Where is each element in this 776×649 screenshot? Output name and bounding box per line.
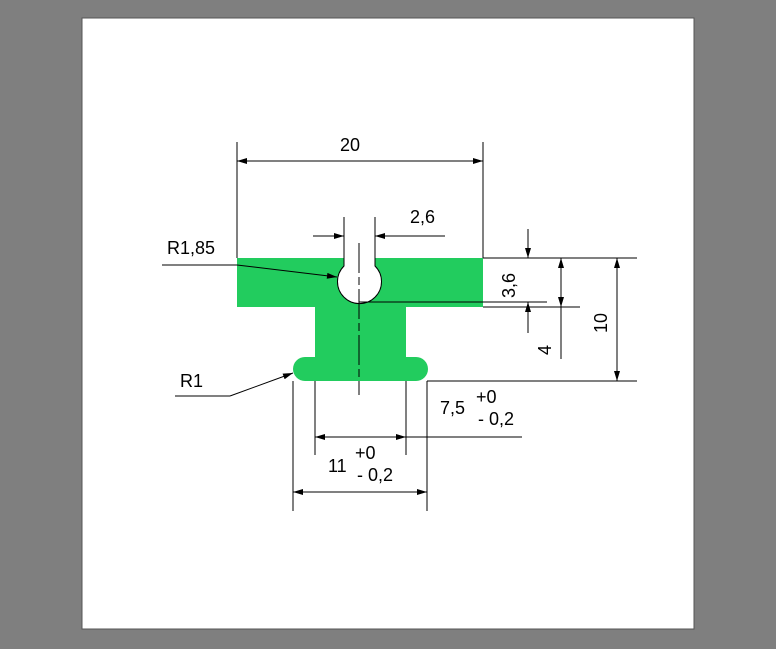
dim-stem-tol-lower: - 0,2 xyxy=(478,409,514,429)
dimension-total-height: 10 xyxy=(591,258,620,381)
dimension-hole-depth: 3,6 xyxy=(499,229,531,333)
dim-base-tol-upper: +0 xyxy=(355,443,376,463)
dimension-overall-width: 20 xyxy=(236,135,484,258)
dim-flange-height-label: 4 xyxy=(535,345,555,355)
dimension-hole-radius: R1,85 xyxy=(162,238,338,279)
dim-hole-radius-label: R1,85 xyxy=(167,238,215,258)
dim-base-tol-lower: - 0,2 xyxy=(357,465,393,485)
dim-base-width-label: 11 xyxy=(328,456,347,476)
dim-slot-width-label: 2,6 xyxy=(410,207,435,227)
dim-overall-width-label: 20 xyxy=(340,135,360,155)
dim-stem-width-label: 7,5 xyxy=(440,398,465,418)
dim-hole-depth-label: 3,6 xyxy=(499,273,519,298)
dim-stem-tol-upper: +0 xyxy=(476,387,497,407)
dimension-flange-height: 4 xyxy=(535,258,564,359)
dim-lobe-radius-label: R1 xyxy=(180,371,203,391)
dimension-slot-width: 2,6 xyxy=(313,207,445,258)
dimension-lobe-radius: R1 xyxy=(175,371,294,397)
t-profile xyxy=(237,258,483,381)
dimension-base-width: 11 +0 - 0,2 xyxy=(292,381,428,511)
dim-total-height-label: 10 xyxy=(591,313,611,333)
dimension-stem-width: 7,5 +0 - 0,2 xyxy=(314,381,522,455)
